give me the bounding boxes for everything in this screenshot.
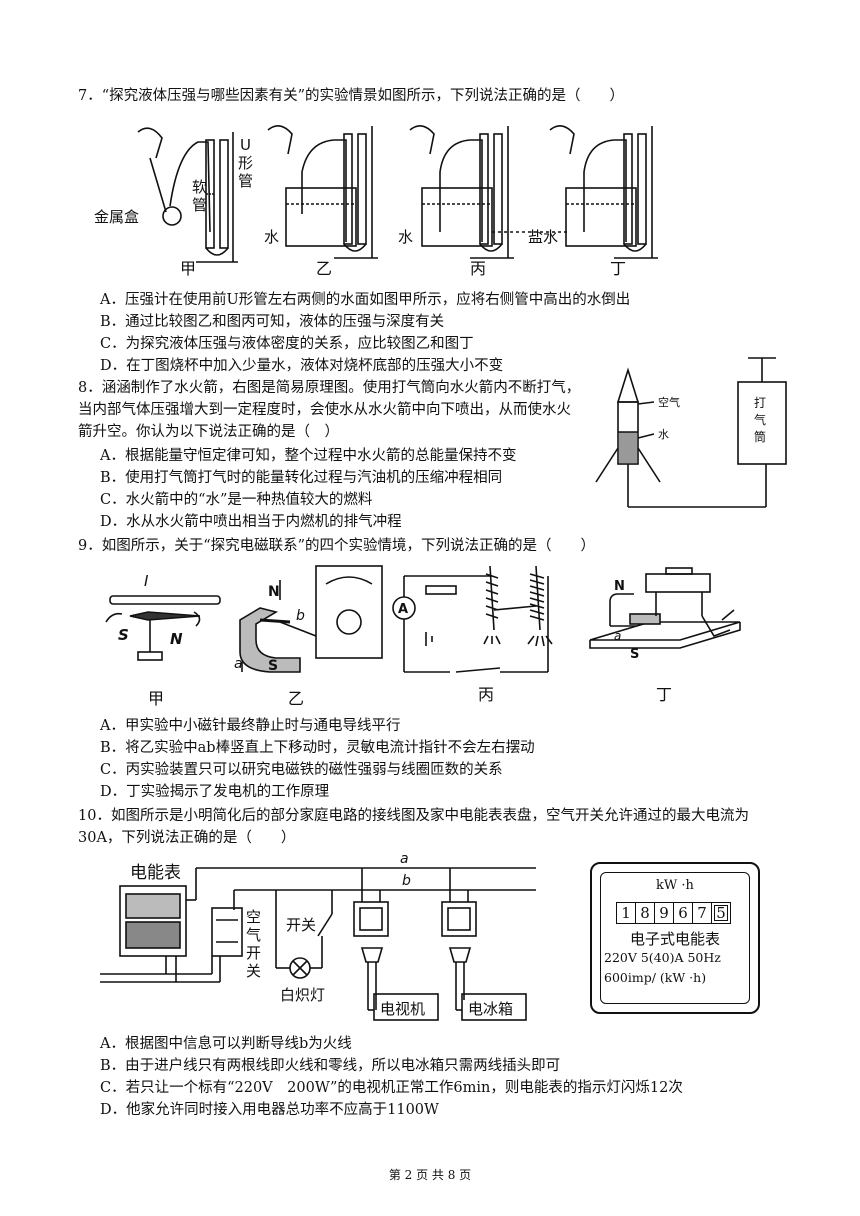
- q7-stem: 7．“探究液体压强与哪些因素有关”的实验情景如图所示，下列说法正确的是（ ）: [78, 88, 625, 104]
- q7-fig-yi: [267, 125, 378, 259]
- q10-switch-label: 开关: [286, 916, 316, 934]
- u-label-2: 形: [238, 154, 253, 172]
- q10-meter-label: 电能表: [130, 863, 181, 883]
- page-footer: 第 2 页 共 8 页: [388, 1168, 472, 1182]
- q8-stem-line-2: 当内部气体压强增大到一定程度时，会使水从水火箭中向下喷出，从而使水火: [78, 402, 571, 418]
- q10-wire-a: a: [400, 851, 409, 867]
- q10-meter-name: 电子式电能表: [629, 930, 720, 948]
- q8-pump-label-3: 筒: [754, 429, 766, 444]
- q9-ammeter-symbol: A: [398, 602, 408, 617]
- q10-energy-meter-face: kW ·h 1 8 9 6 7 5 电子式电能表 220V 5(40)A 50H…: [590, 862, 760, 1014]
- q7-cap-bing: 丙: [470, 259, 486, 278]
- q9-n2: N: [268, 584, 280, 600]
- q9-option-d: D．丁实验揭示了发电机的工作原理: [100, 784, 330, 800]
- water-label-bing: 水: [398, 228, 413, 246]
- water-label-yi: 水: [264, 228, 279, 246]
- q8-air-label: 空气: [658, 395, 680, 409]
- q10-stem-line-2: 30A，下列说法正确的是（ ）: [78, 830, 296, 846]
- q9-figure: I S N N S a b A: [105, 565, 741, 708]
- q7-option-c: C．为探究液体压强与液体密度的关系，应比较图乙和图丁: [100, 336, 474, 352]
- q9-cap-yi: 乙: [288, 689, 304, 708]
- q7-cap-ding: 丁: [610, 259, 626, 278]
- meter-digit: 9: [655, 903, 674, 923]
- box-label: 金属盒: [94, 208, 139, 226]
- q7-fig-jia: [137, 127, 238, 263]
- q10-air-switch-4: 关: [246, 962, 261, 980]
- u-label-1: U: [240, 136, 251, 154]
- q10-stem-line-1: 10．如图所示是小明简化后的部分家庭电路的接线图及家中电能表表盘，空气开关允许通…: [78, 808, 749, 824]
- hose-label-2: 管: [192, 196, 207, 214]
- q9-s-pole: S: [118, 626, 129, 644]
- q10-lamp-label: 白炽灯: [280, 986, 325, 1004]
- q7-fig-bing: [409, 125, 568, 259]
- q9-fig-ding: [589, 567, 741, 649]
- meter-digit: 6: [674, 903, 693, 923]
- q7-option-a: A．压强计在使用前U形管左右两侧的水面如图甲所示，应将右侧管中高出的水倒出: [100, 292, 631, 308]
- q8-water-rocket-figure: 空气 水 打 气 筒: [595, 357, 787, 508]
- q10-meter-spec-1: 220V 5(40)A 50Hz: [604, 950, 721, 965]
- q10-option-b: B．由于进户线只有两根线即火线和零线，所以电冰箱只需两线插头即可: [100, 1058, 561, 1074]
- q9-current-label: I: [144, 572, 149, 590]
- q9-n-pole: N: [170, 630, 183, 648]
- q8-option-c: C．水火箭中的“水”是一种热值较大的燃料: [100, 492, 373, 508]
- q9-fig-yi: [239, 565, 383, 673]
- meter-digit: 1: [617, 903, 636, 923]
- q10-air-switch-3: 开: [246, 944, 261, 962]
- q10-option-d: D．他家允许同时接入用电器总功率不应高于1100W: [100, 1102, 439, 1118]
- meter-digit: 7: [693, 903, 712, 923]
- q9-s2: S: [268, 658, 278, 674]
- u-label-3: 管: [238, 172, 253, 190]
- q9-option-a: A．甲实验中小磁针最终静止时与通电导线平行: [100, 718, 401, 734]
- q10-air-switch-1: 空: [246, 908, 261, 926]
- q9-cap-bing: 丙: [478, 685, 494, 704]
- q7-cap-jia: 甲: [180, 259, 196, 278]
- q7-cap-yi: 乙: [316, 259, 332, 278]
- q8-stem-line-1: 8．涵涵制作了水火箭，右图是简易原理图。使用打气筒向水火箭内不断打气，: [78, 380, 581, 396]
- q9-cap-jia: 甲: [148, 689, 164, 708]
- q9-a: a: [234, 656, 243, 672]
- q9-option-b: B．将乙实验中ab棒竖直上下移动时，灵敏电流计指针不会左右摆动: [100, 740, 535, 756]
- q10-option-c: C．若只让一个标有“220V 200W”的电视机正常工作6min，则电能表的指示…: [100, 1080, 683, 1096]
- q8-water-label: 水: [658, 428, 669, 441]
- meter-digit: 8: [636, 903, 655, 923]
- q10-meter-digits: 1 8 9 6 7 5: [616, 902, 731, 924]
- q7-option-d: D．在丁图烧杯中加入少量水，液体对烧杯底部的压强大小不变: [100, 358, 504, 374]
- q10-meter-unit: kW ·h: [656, 878, 694, 893]
- q9-b: b: [296, 608, 305, 624]
- q9-s4: S: [630, 647, 639, 662]
- q9-cap-ding: 丁: [656, 685, 672, 704]
- hose-label-1: 软: [192, 178, 207, 196]
- q10-air-switch-2: 气: [246, 926, 261, 944]
- q10-circuit-figure: 电能表 a b 空 气 开 关 开关 白炽灯 电视机 电冰箱: [100, 851, 536, 1021]
- q7-option-b: B．通过比较图乙和图丙可知，液体的压强与深度有关: [100, 314, 445, 330]
- q10-option-a: A．根据图中信息可以判断导线b为火线: [100, 1036, 352, 1052]
- q7-fig-ding: [549, 125, 658, 259]
- q9-option-c: C．丙实验装置只可以研究电磁铁的磁性强弱与线圈匝数的关系: [100, 762, 503, 778]
- brine-label: 盐水: [528, 228, 558, 246]
- q8-stem-line-3: 箭升空。你认为以下说法正确的是（ ）: [78, 424, 339, 440]
- q8-pump-label-2: 气: [754, 412, 766, 427]
- meter-digit-decimal: 5: [712, 903, 730, 923]
- q10-wire-b: b: [402, 873, 411, 889]
- q10-tv-label: 电视机: [380, 1000, 425, 1018]
- q8-pump-label-1: 打: [754, 396, 766, 410]
- q10-meter-spec-2: 600imp/ (kW ·h): [604, 970, 707, 985]
- q9-n4: N: [614, 579, 625, 594]
- q8-option-a: A．根据能量守恒定律可知，整个过程中水火箭的总能量保持不变: [100, 448, 517, 464]
- q10-fridge-label: 电冰箱: [468, 1000, 513, 1018]
- q9-a4: a: [614, 629, 621, 643]
- q9-fig-jia: [105, 595, 221, 661]
- q8-option-d: D．水从水火箭中喷出相当于内燃机的排气冲程: [100, 514, 402, 530]
- q9-fig-bing: [392, 565, 553, 673]
- q7-figure: U 形 管 软 管 金属盒 水 水: [94, 125, 658, 278]
- q8-option-b: B．使用打气筒打气时的能量转化过程与汽油机的压缩冲程相同: [100, 470, 503, 486]
- q9-stem: 9．如图所示，关于“探究电磁联系”的四个实验情境，下列说法正确的是（ ）: [78, 538, 596, 554]
